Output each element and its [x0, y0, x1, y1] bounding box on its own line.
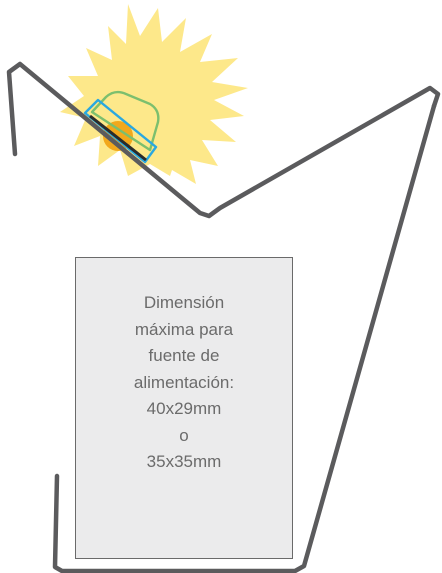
dimension-label-text: Dimensión máxima para fuente de alimenta… [76, 290, 292, 476]
frame-upper-v-line [6, 61, 441, 219]
sensor-blue-outline [83, 98, 158, 164]
label-line: Dimensión [143, 293, 225, 312]
solar-sensor-icon [83, 90, 160, 164]
label-line: alimentación: [133, 372, 235, 392]
housing-frame [6, 61, 441, 573]
label-line: máxima para [134, 319, 234, 339]
sun-rays [60, 4, 248, 184]
label-line: 35x35mm [146, 452, 222, 471]
dimension-label-box: Dimensión máxima para fuente de alimenta… [75, 257, 293, 559]
label-line: o [179, 425, 189, 445]
label-line: 40x29mm [146, 399, 222, 418]
sensor-green-outline [90, 90, 160, 152]
frame-right-lower-line [52, 103, 437, 573]
label-line: fuente de [148, 346, 220, 365]
sun-icon [60, 4, 248, 184]
sensor-panel-edge [89, 114, 147, 162]
